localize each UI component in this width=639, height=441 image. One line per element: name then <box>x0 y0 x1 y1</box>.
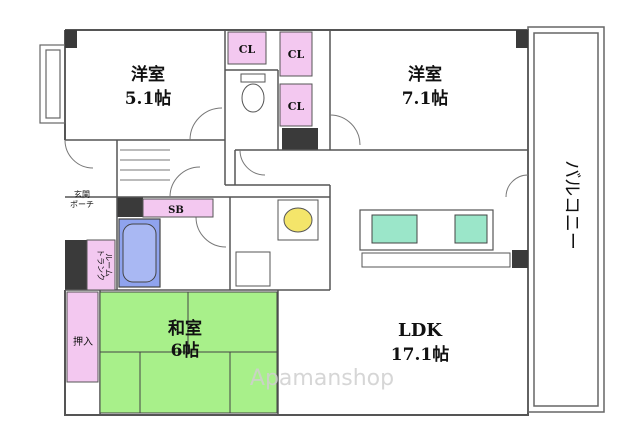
tatami-room <box>99 291 278 414</box>
trunk-room-label-line1: トランク <box>96 249 105 281</box>
balcony-label: バルコニー <box>561 160 582 250</box>
kitchen-counter <box>359 209 511 268</box>
bathtub <box>118 218 161 288</box>
closet-2 <box>279 31 313 77</box>
closet-3 <box>279 83 313 127</box>
trunk-room <box>86 239 116 291</box>
entrance-steps <box>120 149 170 181</box>
closet-3-label: CL <box>288 100 305 113</box>
room-size-western-2: 7.1帖 <box>402 88 449 109</box>
closet-1 <box>227 31 267 65</box>
toilet <box>240 73 266 113</box>
bay-window <box>39 44 66 124</box>
wall-blocks <box>65 30 528 290</box>
room-size-western-1: 5.1帖 <box>125 88 172 109</box>
oshiire-closet <box>66 291 99 383</box>
door-swings <box>64 107 529 248</box>
oshiire-label: 押入 <box>73 335 93 348</box>
room-name-ldk: LDK <box>398 320 443 341</box>
room-name-japanese: 和室 <box>168 318 202 339</box>
washing-machine-pan <box>235 251 271 287</box>
watermark: Apamanshop <box>250 366 394 391</box>
entrance-label-line2: ポーチ <box>70 200 94 209</box>
wash-basin <box>277 199 319 241</box>
interior-walls <box>65 30 528 415</box>
room-size-japanese: 6帖 <box>171 340 200 361</box>
balcony-outline <box>527 26 605 413</box>
room-name-western-1: 洋室 <box>131 64 165 85</box>
room-size-ldk: 17.1帖 <box>391 344 449 365</box>
room-name-western-2: 洋室 <box>408 64 442 85</box>
shoe-box <box>142 198 214 218</box>
entrance-label-line1: 玄関 <box>74 189 90 199</box>
closet-2-label: CL <box>288 48 305 61</box>
shoe-box-label: SB <box>168 205 184 216</box>
closet-1-label: CL <box>239 43 256 56</box>
trunk-room-label-line2: ルーム <box>104 253 113 277</box>
